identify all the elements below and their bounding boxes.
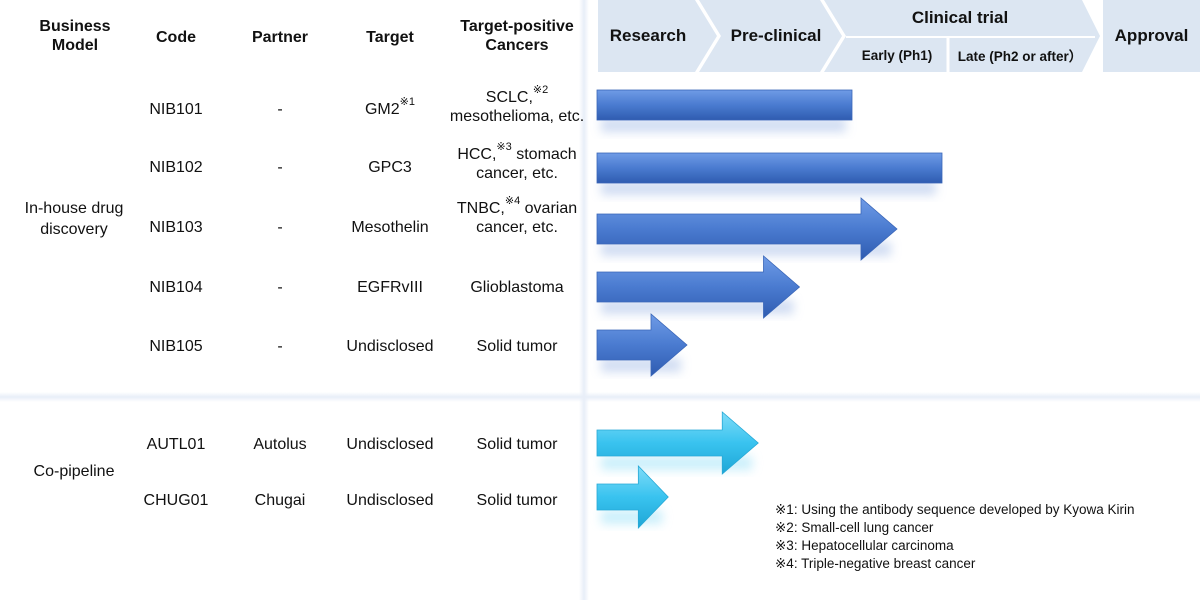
- row-target: Undisclosed: [346, 492, 434, 509]
- stage-approval: Approval: [1114, 26, 1189, 45]
- footnotes: ※1: Using the antibody sequence develope…: [775, 501, 1195, 573]
- horizontal-separator: [0, 392, 1200, 402]
- progress-bar-shadow: [601, 242, 891, 256]
- footnote: ※2: Small-cell lung cancer: [775, 520, 934, 535]
- footnote-mark: ※1: [399, 96, 415, 108]
- header-cancers: Target-positive Cancers: [460, 18, 574, 54]
- progress-arrow-nib104: [596, 255, 801, 319]
- row-partner: Chugai: [254, 492, 306, 509]
- row-partner: -: [277, 279, 283, 296]
- row-target: GM2※1: [364, 96, 415, 118]
- progress-bar-shadow: [601, 118, 846, 132]
- progress-bar-shadow: [601, 300, 794, 314]
- progress-arrow-nib102: [596, 152, 943, 184]
- progress-arrow-nib101: [596, 89, 853, 121]
- row-cancers: HCC,※3 stomach cancer, etc.: [457, 141, 577, 182]
- row-code: AUTL01: [146, 436, 206, 453]
- row-target: GPC3: [368, 159, 412, 176]
- header-partner: Partner: [251, 29, 309, 46]
- stage-late: Late (Ph2 or after）: [957, 49, 1083, 64]
- footnote-mark: ※2: [532, 84, 549, 96]
- footnote: ※3: Hepatocellular carcinoma: [775, 538, 954, 553]
- stage-header: [598, 0, 1200, 72]
- row-code: NIB101: [149, 101, 203, 118]
- progress-bar-shadow: [601, 181, 936, 195]
- stage-clinical-sub-shape: [846, 38, 1082, 72]
- progress-arrow-chug01: [596, 465, 669, 529]
- row-code: NIB104: [149, 279, 203, 296]
- progress-arrow-autl01: [596, 411, 759, 475]
- row-code: CHUG01: [143, 492, 209, 509]
- row-code: NIB103: [149, 219, 203, 236]
- row-partner: -: [277, 338, 283, 355]
- row-partner: -: [277, 101, 283, 118]
- row-cancers: TNBC,※4 ovarian cancer, etc.: [456, 195, 578, 236]
- row-partner: -: [277, 219, 283, 236]
- footnote: ※1: Using the antibody sequence develope…: [775, 502, 1135, 517]
- row-code: NIB102: [149, 159, 203, 176]
- vertical-separator: [579, 0, 589, 600]
- footnote-mark: ※3: [496, 141, 512, 153]
- row-code: NIB105: [149, 338, 203, 355]
- progress-arrow-nib105: [596, 313, 688, 377]
- stage-research-shape: [598, 0, 717, 72]
- stage-approval-shape: [1103, 0, 1200, 72]
- row-target: Undisclosed: [346, 436, 434, 453]
- header-target: Target: [366, 29, 414, 46]
- group-inhouse: In-house drug discovery: [24, 200, 124, 238]
- stage-preclinical-shape: [699, 0, 842, 72]
- stage-preclinical: Pre-clinical: [730, 26, 822, 45]
- progress-arrow-nib103: [596, 197, 898, 261]
- header-business-model: Business Model: [39, 18, 111, 54]
- group-copipeline: Co-pipeline: [33, 463, 115, 480]
- row-cancers: Solid tumor: [476, 436, 558, 453]
- row-target: Undisclosed: [346, 338, 434, 355]
- stage-research: Research: [609, 26, 687, 45]
- header-code: Code: [156, 29, 196, 46]
- row-partner: Autolus: [253, 436, 307, 453]
- row-target: Mesothelin: [351, 219, 429, 236]
- row-cancers: Solid tumor: [476, 338, 558, 355]
- stage-clinical: Clinical trial: [911, 8, 1009, 27]
- row-partner: -: [277, 159, 283, 176]
- footnote-mark: ※4: [504, 195, 521, 207]
- row-cancers: Solid tumor: [476, 492, 558, 509]
- stage-early: Early (Ph1): [861, 47, 933, 63]
- footnote: ※4: Triple-negative breast cancer: [775, 556, 976, 571]
- row-cancers: Glioblastoma: [470, 279, 564, 296]
- row-target: EGFRvIII: [357, 279, 423, 296]
